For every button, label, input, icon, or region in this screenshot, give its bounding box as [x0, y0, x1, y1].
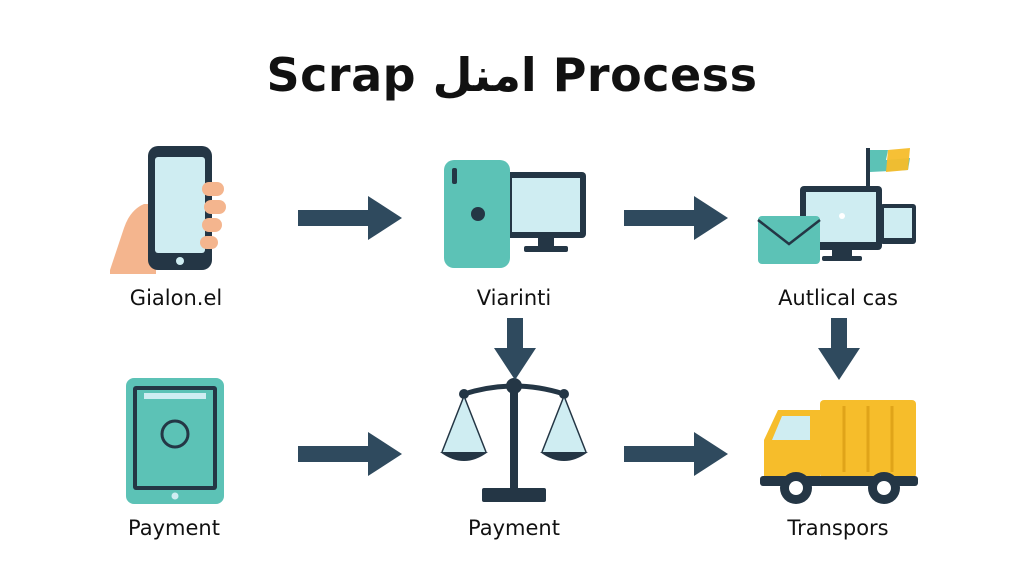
arrow-devices-to-scale [494, 318, 536, 380]
arrow-electronics-to-truck [818, 318, 860, 380]
delivery-truck-icon [760, 400, 918, 504]
phone-and-monitor-icon [444, 160, 586, 268]
node-label-devices: Viarinti [476, 286, 552, 310]
arrow-scale-to-truck [624, 432, 728, 476]
node-label-scale: Payment [468, 516, 560, 540]
phone-in-hand-icon [110, 146, 226, 274]
arrow-tablet-to-scale [298, 432, 402, 476]
node-label-truck: Transpors [787, 516, 889, 540]
balance-scale-icon [440, 378, 588, 502]
node-label-electronics: Autlical cas [778, 286, 898, 310]
tablet-icon [126, 378, 224, 504]
arrow-devices-to-electronics [624, 196, 728, 240]
node-label-phone: Gialon.el [129, 286, 223, 310]
electronics-bundle-icon [757, 148, 916, 264]
diagram-title: Scrap امنل Process [266, 48, 758, 102]
node-label-tablet: Payment [128, 516, 220, 540]
arrow-phone-to-devices [298, 196, 402, 240]
